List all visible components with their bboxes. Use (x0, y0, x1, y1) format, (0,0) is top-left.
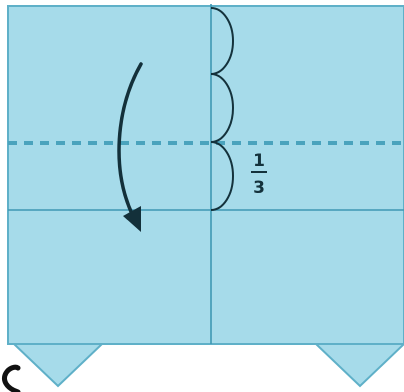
left-bottom-flap (11, 343, 105, 388)
segment-arc-3 (210, 141, 234, 211)
fraction-denominator: 3 (253, 178, 265, 198)
right-bottom-flap (313, 343, 404, 388)
segment-arc-icon (210, 7, 234, 211)
fold-arrow-head (123, 206, 141, 232)
step-number-fragment (2, 364, 21, 392)
segment-arc-1 (210, 7, 234, 75)
fold-down-arrow-icon (117, 62, 143, 232)
segment-arc-2 (210, 73, 234, 143)
paper-sheet (7, 5, 404, 345)
fold-arrow-curve (117, 62, 143, 218)
fraction-numerator: 1 (253, 151, 265, 171)
fraction-label: 1 3 (251, 151, 267, 198)
